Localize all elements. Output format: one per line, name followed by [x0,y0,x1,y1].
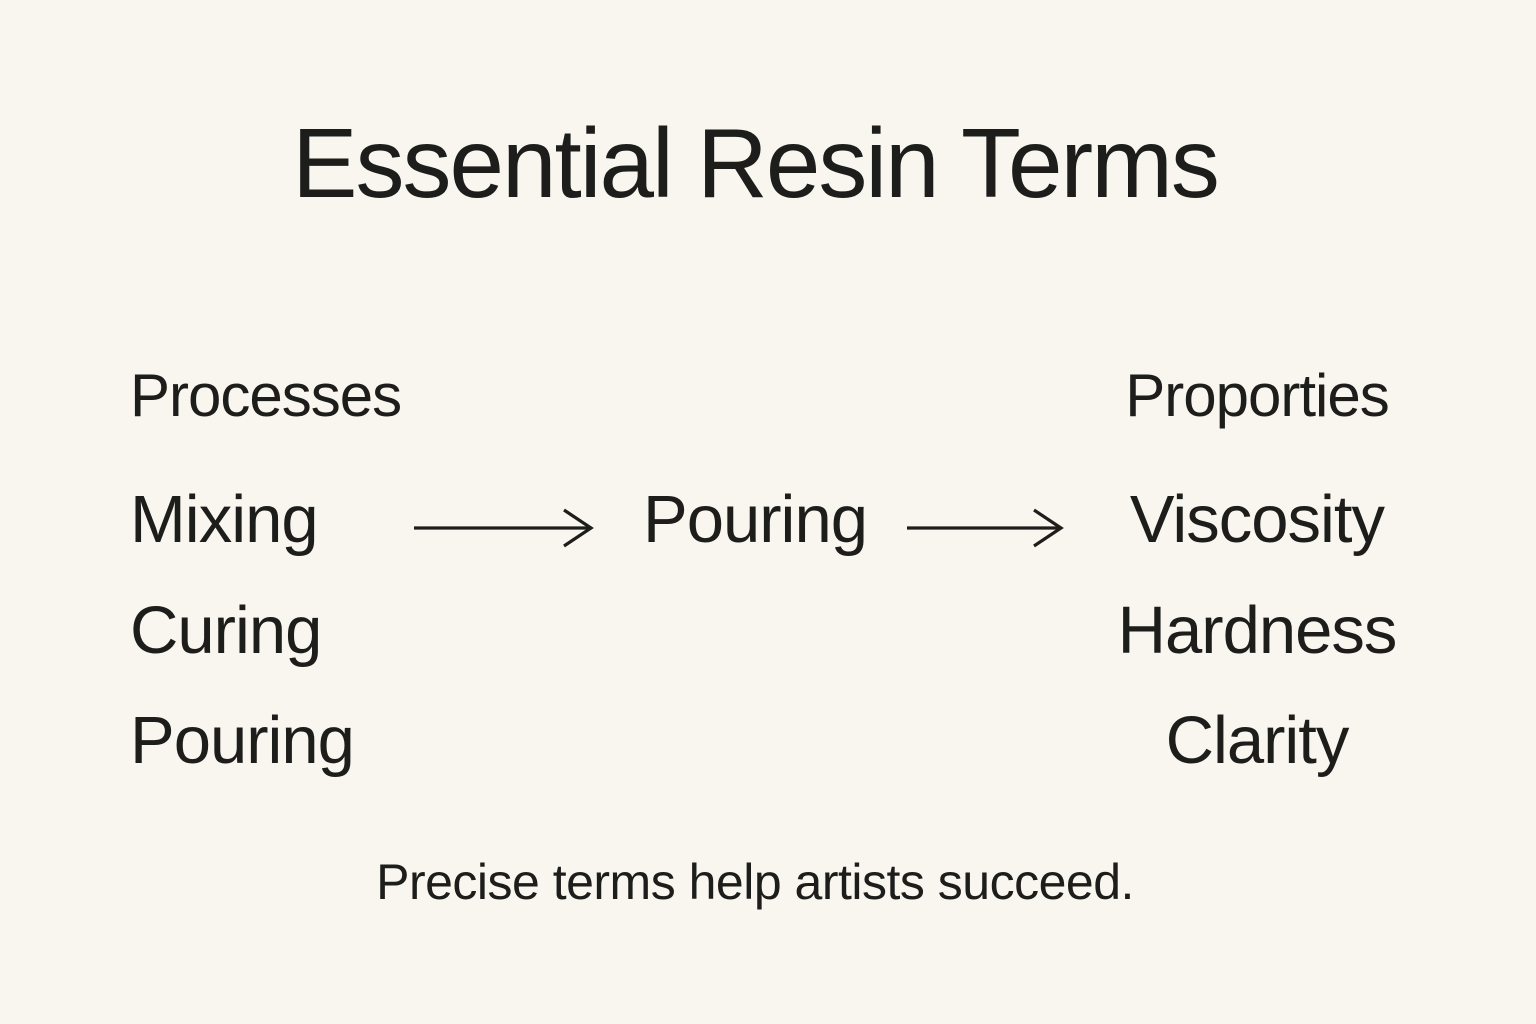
term-viscosity: Viscosity [1129,482,1385,557]
term-pouring: Pouring [130,703,355,778]
arrow-right-icon [414,508,594,548]
left-column-header: Processes [130,362,402,429]
arrow-right-icon [907,508,1064,548]
page-title: Essential Resin Terms [292,108,1220,218]
term-clarity: Clarity [1165,703,1350,778]
term-curing: Curing [130,593,322,668]
term-mixing: Mixing [130,482,319,557]
right-column-header: Proporties [1125,362,1389,429]
caption: Precise terms help artists succeed. [376,854,1134,910]
term-pouring-center: Pouring [643,482,868,557]
term-hardness: Hardness [1117,593,1398,668]
